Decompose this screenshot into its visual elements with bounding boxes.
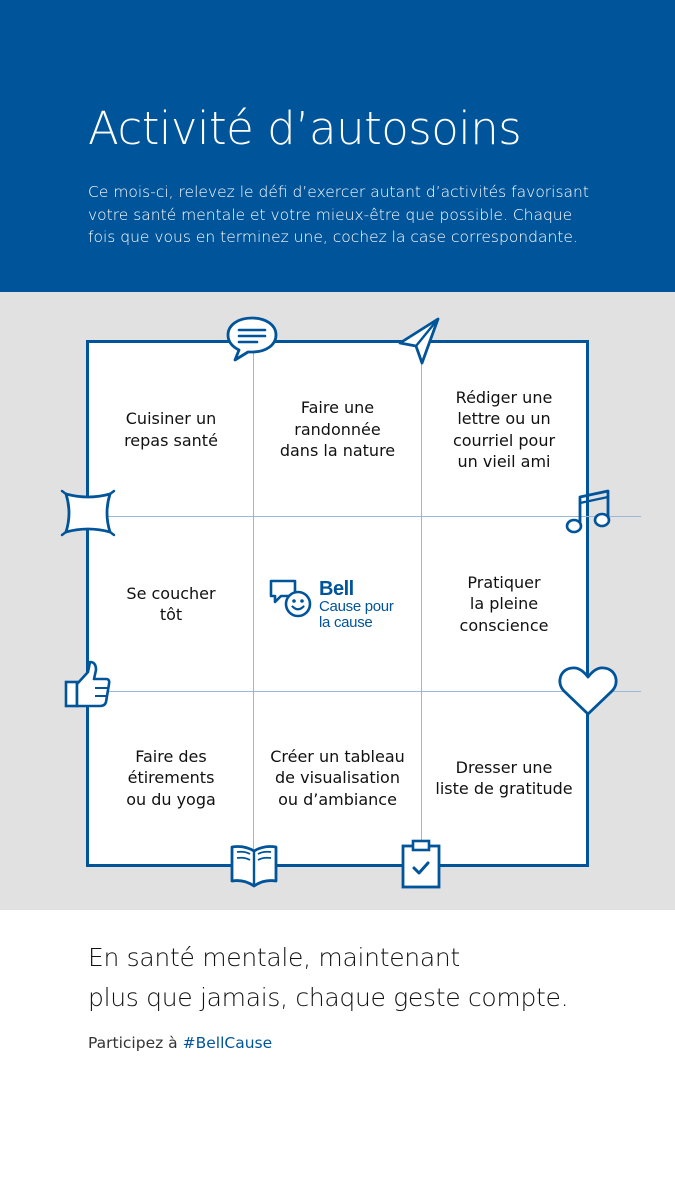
- grid-line-horizontal-2: [86, 691, 641, 692]
- cta-prefix: Participez à: [88, 1034, 178, 1052]
- clipboard-check-icon: [400, 838, 442, 890]
- logo-speech-smile-icon: [269, 579, 312, 618]
- grid-line-horizontal-1: [86, 516, 641, 517]
- heart-icon: [557, 664, 619, 718]
- music-note-icon: [564, 488, 614, 536]
- hashtag-link[interactable]: #BellCause: [182, 1034, 273, 1052]
- logo-brand: Bell: [319, 578, 354, 600]
- call-to-action: Participez à #BellCause: [88, 1034, 272, 1052]
- paper-plane-icon: [396, 316, 442, 366]
- chat-bubble-icon: [224, 315, 280, 363]
- header-banner: Activité d’autosoins Ce mois-ci, relevez…: [0, 0, 675, 292]
- thumbs-up-icon: [62, 658, 112, 710]
- intro-text: Ce mois-ci, relevez le défi d’exercer au…: [88, 183, 589, 246]
- pillow-icon: [60, 488, 116, 538]
- page-title: Activité d’autosoins: [88, 102, 522, 155]
- activity-board: [86, 340, 589, 867]
- grid-line-vertical-2: [421, 340, 422, 867]
- footer-tagline: En santé mentale, maintenant plus que ja…: [88, 943, 569, 1012]
- open-book-icon: [228, 841, 280, 891]
- grid-line-vertical-1: [253, 340, 254, 867]
